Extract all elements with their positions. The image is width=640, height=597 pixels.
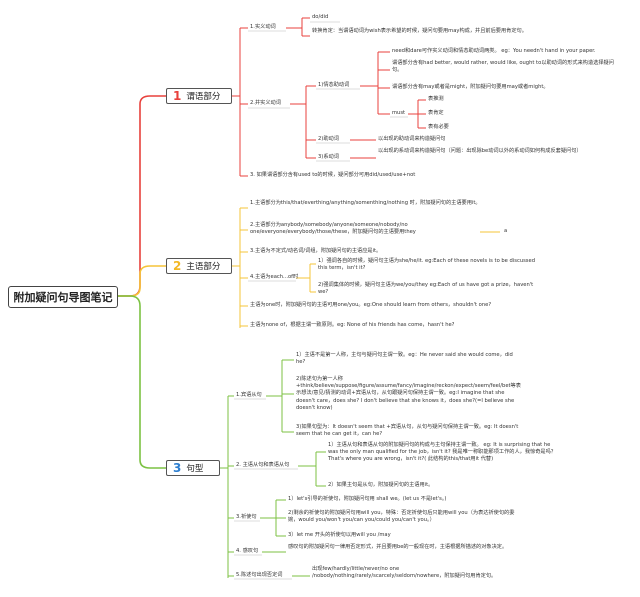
link-c3-sub [260, 499, 286, 537]
link-c1-sub [266, 359, 294, 433]
branch-predicate-label: 谓语部分 [186, 92, 221, 102]
node-subject-none-of: 主语为none of，根据主谓一致原则。eg: None of his frie… [250, 322, 455, 328]
node-used-to: 3. 如果谓语部分含有used to的时候，疑问部分可用did/used/use… [250, 172, 416, 178]
node-subject-one: 主语为one时，附加疑问句的主语可用one/you。eg:One should … [250, 302, 492, 308]
node-subject-a: a [504, 228, 508, 234]
node-subject-infinitive: 3.主语为不定式/动名词/词组，附加疑问句的主语应是it。 [250, 248, 382, 254]
branch-subject-label: 主语部分 [186, 262, 221, 272]
node-exclamatory-rule: 感叹句的附加疑问句一律用否定形式，并且要用be的一般现在时，主语根据所描述的对象… [288, 544, 508, 550]
node-subject-anybody: 2.主语部分为anybody/somebody/anyone/someone/n… [250, 222, 416, 236]
link-n1-sub [286, 17, 310, 37]
node-each-collective: 2)强调集体的时候，疑问句主语为we/you/they eg:Each of u… [318, 282, 534, 296]
link-b3-spine [220, 395, 234, 578]
link-c2-sub [298, 451, 326, 487]
node-notional-verb: 1.实义动词 [250, 24, 276, 30]
node-need-dare: need和dare可作实义动词和情态助动词两类。 eg：You needn't … [392, 48, 596, 54]
branch-sentence-type-label: 句型 [186, 464, 204, 474]
branch-subject: 2 主语部分 [166, 258, 232, 274]
node-must-guess: 表推测 [428, 96, 444, 102]
node-subject-each-of: 4.主语为each...of时 [250, 274, 299, 280]
branch-predicate-number: 1 [173, 89, 182, 103]
link-b2-spine [232, 207, 248, 328]
node-imperative: 3.祈使句 [236, 514, 257, 520]
branch-predicate: 1 谓语部分 [166, 88, 232, 104]
link-n2-sub [290, 85, 316, 159]
node-non-notional-verb: 2.并实义动词 [250, 100, 281, 106]
node-imperative-lets: 1）let's引导的祈使句，附加疑问句用 shall we。(let us 不是… [288, 496, 447, 502]
node-object-clause-rule1: 1）主语不是第一人称，主句与疑问句主谓一致。eg：He never said s… [296, 352, 513, 366]
branch-sentence-type: 3 句型 [166, 460, 220, 476]
node-must-necessary: 表有必要 [428, 124, 449, 130]
node-subject-this-that: 1.主语部分为this/that/everthing/anything/some… [250, 200, 481, 206]
node-imperative-will-you: 2)剩余的祈使句的附加疑问句用will you，特殊：否定祈使句后只能用will… [288, 510, 515, 524]
node-must-affirm: 表肯定 [428, 110, 444, 116]
branch-sentence-type-number: 3 [173, 461, 182, 475]
node-subject-predicative-clause: 2. 主语从句和表语从句 [236, 462, 290, 468]
node-linking-verb: 3)系动词 [318, 154, 339, 160]
link-root-b2 [117, 265, 169, 297]
node-exclamatory: 4. 感叹句 [236, 548, 259, 554]
node-wish-rule: 转换肯定：当谓语动词为wish表示希望的时候，疑问句要用may构成，并且前后要用… [312, 28, 527, 34]
node-linking-rule: 以出现的系动词来构造疑问句（问题：出现除be动词以外的系动词如何构成反套疑问句） [378, 148, 582, 154]
root-title: 附加疑问句导图笔记 [8, 286, 118, 308]
node-object-clause-rule2: 2)陈述句为第一人称+think/believe/suppose/figure/… [296, 376, 521, 411]
node-clause-rule2: 2）如果主句是从句，附加疑问句的主语用it。 [328, 482, 434, 488]
node-negative-word: 5.陈述句出现否定词 [236, 572, 283, 578]
node-had-better: 谓语部分含有had better, would rather, would li… [392, 60, 614, 74]
node-each-individual: 1）强调各自的时候，疑问句主语为she/he/it. eg:Each of th… [318, 258, 535, 272]
branch-subject-number: 2 [173, 259, 182, 273]
node-object-clause: 1.宾语从句 [236, 392, 262, 398]
node-do-did: do/did [312, 14, 329, 20]
link-must-sub [408, 99, 426, 129]
node-imperative-let-me: 3）let me 开头的祈使句以用will you /may [288, 532, 391, 538]
link-n21-sub [360, 51, 390, 115]
node-negative-word-rule: 出现few/hardly/little/never/no one /nobody… [312, 566, 497, 580]
link-root-b3 [117, 295, 169, 469]
link-s4-sub [296, 263, 316, 293]
link-b1-spine [232, 27, 248, 177]
node-may-might: 谓语部分含有may或者是might，附加疑问句要用may或者might。 [392, 84, 549, 90]
node-auxiliary: 2)助动词 [318, 136, 339, 142]
node-must: must [392, 110, 406, 116]
node-object-clause-rule3: 3)如果句型为：It doesn't seem that +宾语从句，从句与疑问… [296, 424, 519, 438]
node-clause-rule1: 1）主语从句和表语从句的附加疑问句的构成与主句保持主谓一致。 eg: It is… [328, 442, 556, 463]
node-aux-rule: 以出现的助动词来构造疑问句 [378, 136, 446, 142]
node-modal-aux: 1)情态助动词 [318, 82, 350, 88]
